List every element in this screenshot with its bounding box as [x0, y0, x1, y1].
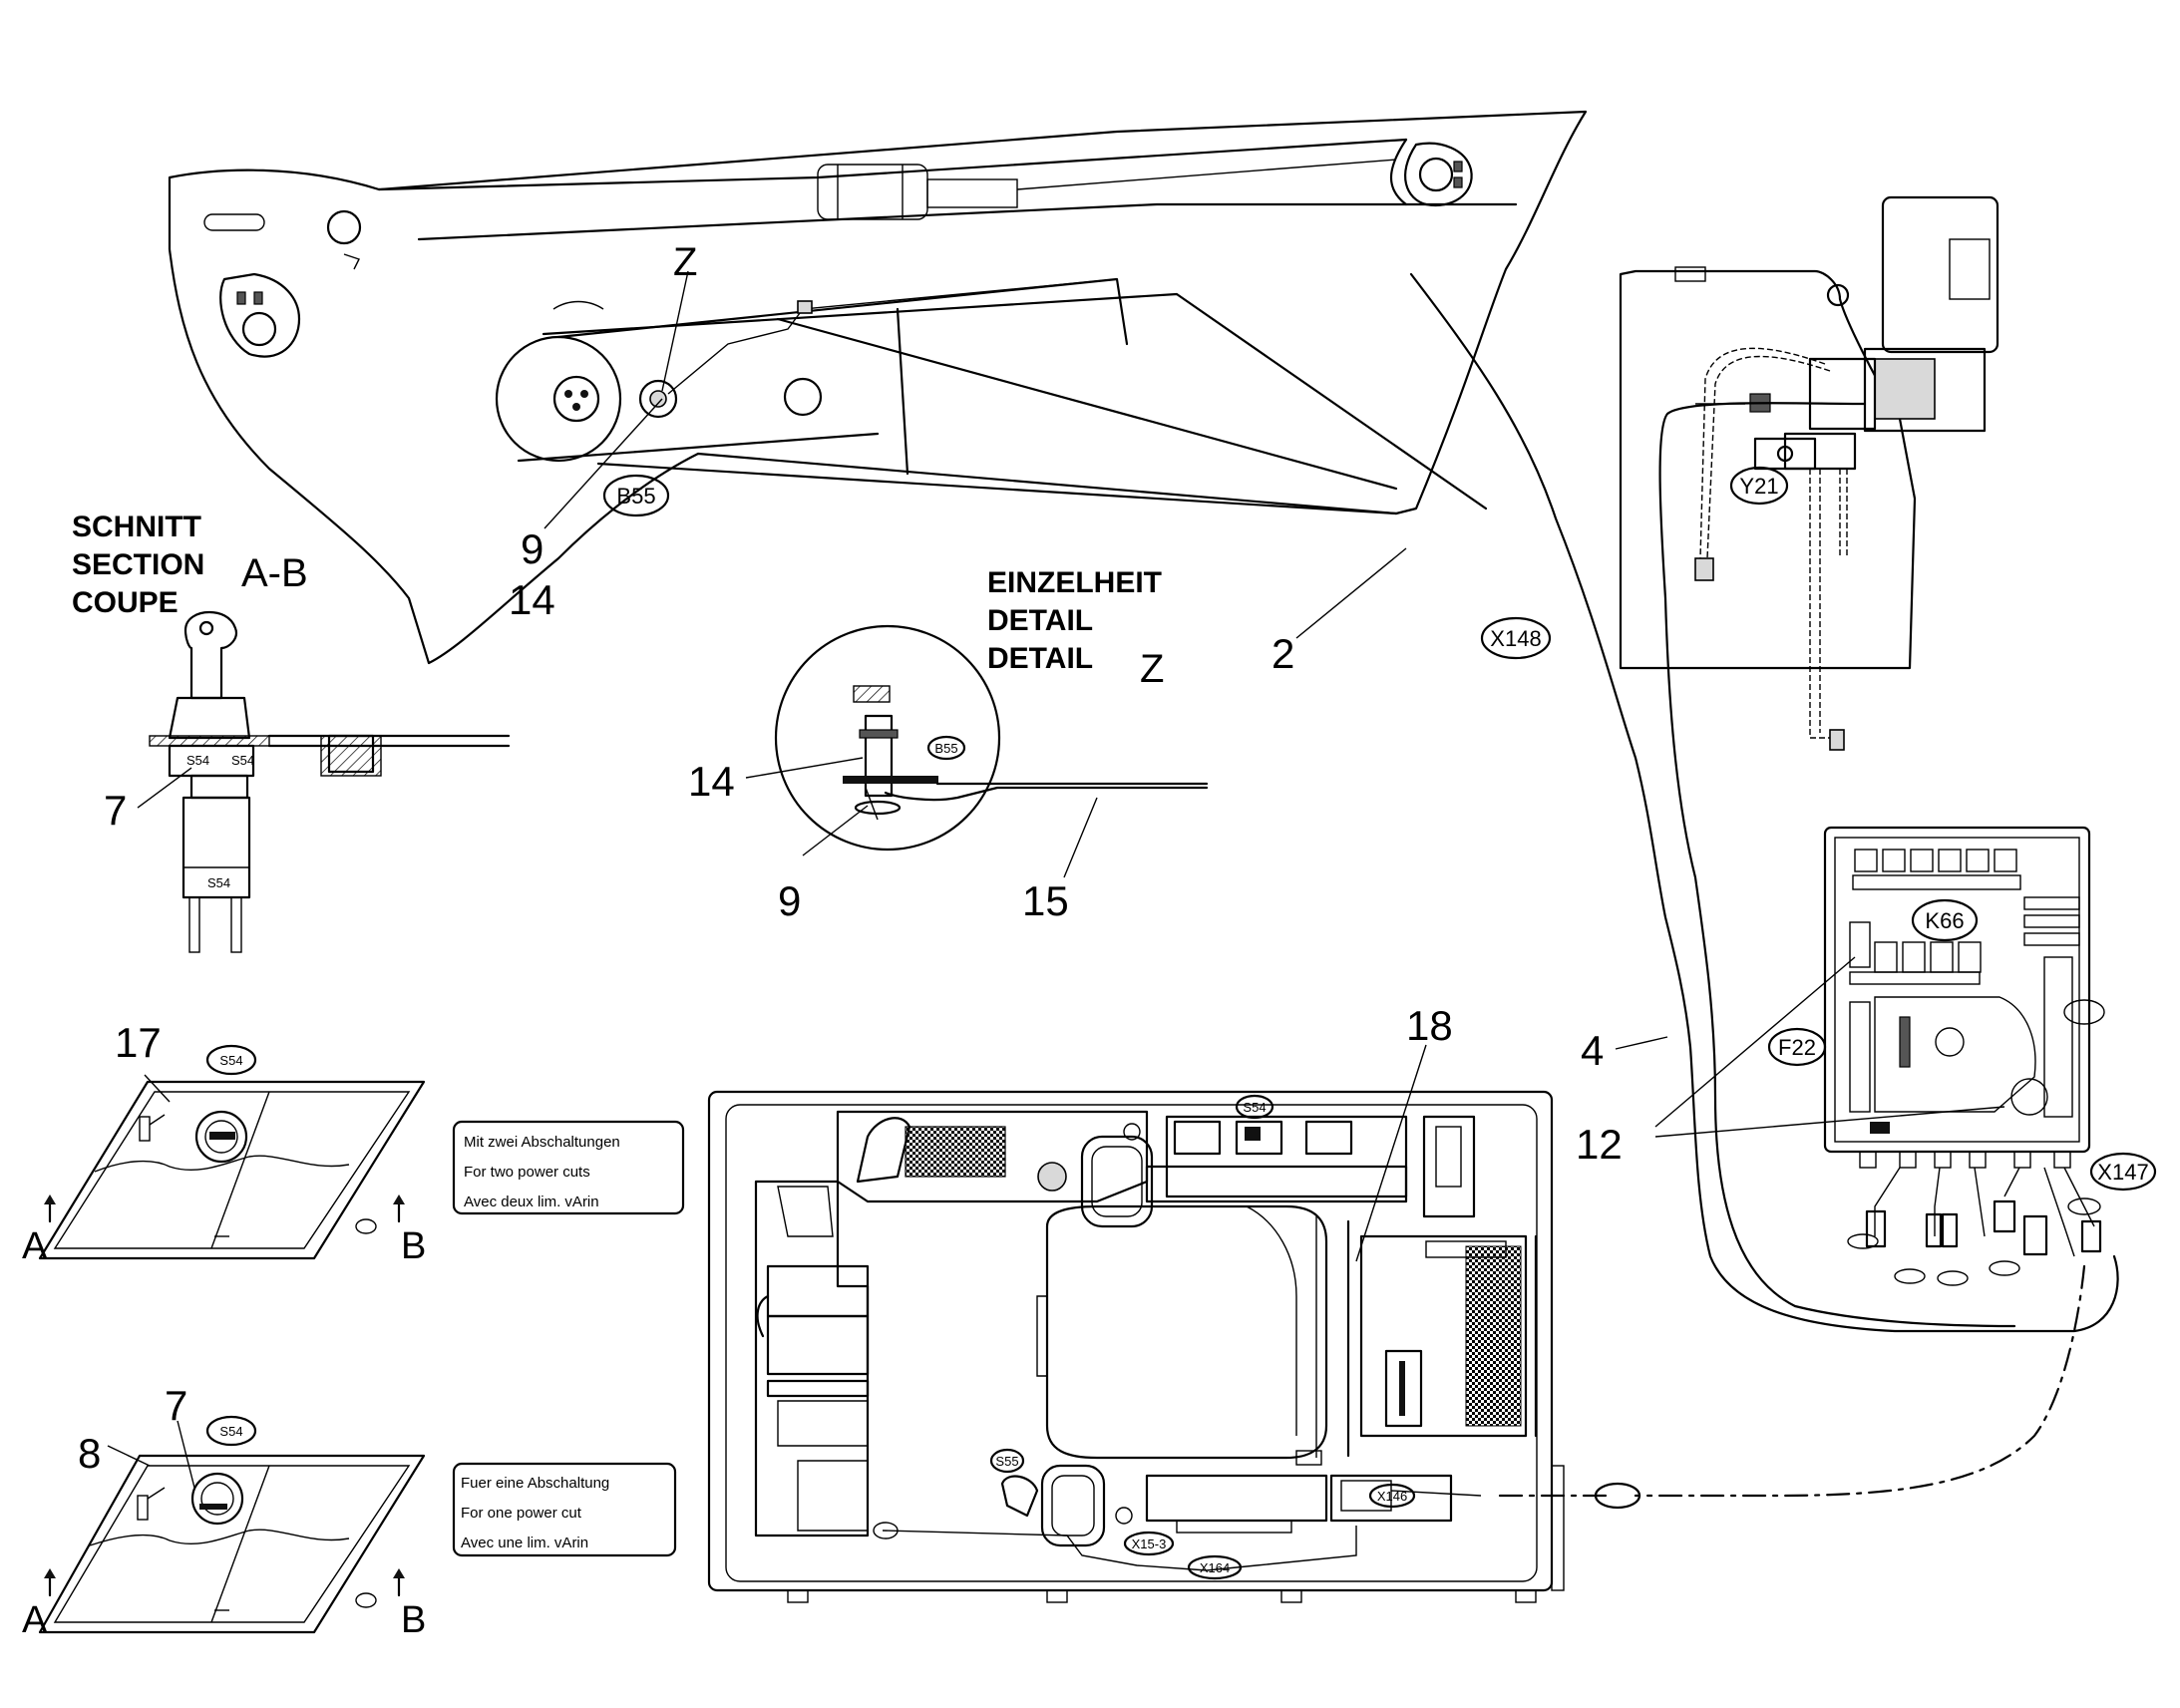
callout-2: 2	[1272, 630, 1294, 677]
caption-section: SCHNITT SECTION COUPE A-B	[72, 511, 308, 619]
tag-ovals	[205, 466, 2157, 1580]
note-one-cut-de: Fuer eine Abschaltung	[461, 1475, 609, 1492]
tag-s54-bottom: S54	[219, 1424, 242, 1439]
tag-x146: X146	[1377, 1489, 1407, 1504]
mark-a-top: A	[22, 1225, 48, 1267]
callout-8: 8	[78, 1430, 101, 1477]
tag-x147: X147	[2097, 1160, 2148, 1185]
callout-12: 12	[1576, 1121, 1623, 1168]
tag-x148: X148	[1490, 626, 1541, 651]
callout-9-detail: 9	[778, 877, 801, 924]
callout-14-detail: 14	[688, 758, 735, 805]
detail-id: Z	[1140, 647, 1164, 691]
detail-z	[774, 624, 1209, 852]
note-one-cut-fr: Avec une lim. vArin	[461, 1535, 588, 1551]
note-two-cuts-fr: Avec deux lim. vArin	[464, 1194, 599, 1210]
note-box-one-cut	[452, 1462, 677, 1557]
note-box-two-cuts	[452, 1120, 685, 1215]
leader-lines	[107, 270, 2005, 1489]
callout-7-section: 7	[104, 787, 127, 834]
tag-f22: F22	[1778, 1035, 1816, 1060]
tag-b55: B55	[616, 484, 655, 509]
tag-s54-cab: S54	[1243, 1100, 1266, 1115]
relay-row	[1852, 849, 2021, 890]
mark-a-bottom: A	[22, 1599, 48, 1641]
switch-panel-bottom	[38, 1454, 426, 1634]
switch-label-s54-c: S54	[207, 875, 230, 890]
cab-plan	[707, 1090, 1565, 1603]
caption-detail: EINZELHEIT DETAIL DETAIL Z Z	[673, 240, 1164, 691]
key-switch-section	[149, 610, 511, 953]
boom-z-mark: Z	[673, 240, 697, 284]
boom-assembly	[168, 110, 1588, 665]
note-two-cuts-en: For two power cuts	[464, 1164, 590, 1181]
tag-s55-cab: S55	[995, 1454, 1018, 1469]
callout-14-boom: 14	[509, 576, 555, 623]
tag-k66: K66	[1925, 908, 1964, 933]
detail-line-3: DETAIL	[987, 642, 1093, 675]
switch-label-s54-b: S54	[231, 753, 254, 768]
note-one-cut-en: For one power cut	[461, 1505, 582, 1522]
tag-x15-3: X15-3	[1132, 1537, 1167, 1551]
tag-y21: Y21	[1739, 474, 1778, 499]
callout-numbers: 9 14 2 14 9 15 7 17 18 4 12 7 8	[78, 525, 1623, 1477]
section-line-2: SECTION	[72, 548, 204, 581]
note-two-cuts-de: Mit zwei Abschaltungen	[464, 1134, 620, 1151]
mark-b-top: B	[401, 1225, 426, 1267]
switch-label-s54-a: S54	[186, 753, 209, 768]
callout-9-boom: 9	[521, 525, 544, 572]
detail-line-1: EINZELHEIT	[987, 566, 1162, 599]
callout-18: 18	[1406, 1002, 1453, 1049]
section-id: A-B	[241, 551, 308, 595]
section-line-1: SCHNITT	[72, 511, 201, 543]
callout-7-panel: 7	[165, 1382, 187, 1429]
tag-labels: B55 X148 Y21 K66 F22 X147 B55 S54 S54 S5…	[186, 474, 2149, 1575]
mark-b-bottom: B	[401, 1599, 426, 1641]
switch-panel-top	[38, 1080, 426, 1260]
note-texts: Mit zwei Abschaltungen For two power cut…	[461, 1134, 620, 1551]
tag-b55-detail: B55	[934, 741, 957, 756]
valve-bracket	[1619, 195, 1999, 751]
section-arrows	[44, 1195, 405, 1597]
section-marks: A B A B	[22, 1225, 426, 1641]
detail-line-2: DETAIL	[987, 604, 1093, 637]
tag-x164: X164	[1200, 1560, 1230, 1575]
section-line-3: COUPE	[72, 586, 179, 619]
callout-15: 15	[1022, 877, 1069, 924]
tag-s54-top: S54	[219, 1053, 242, 1068]
callout-17: 17	[115, 1019, 162, 1066]
control-box	[1823, 826, 2102, 1286]
callout-4: 4	[1581, 1027, 1604, 1074]
